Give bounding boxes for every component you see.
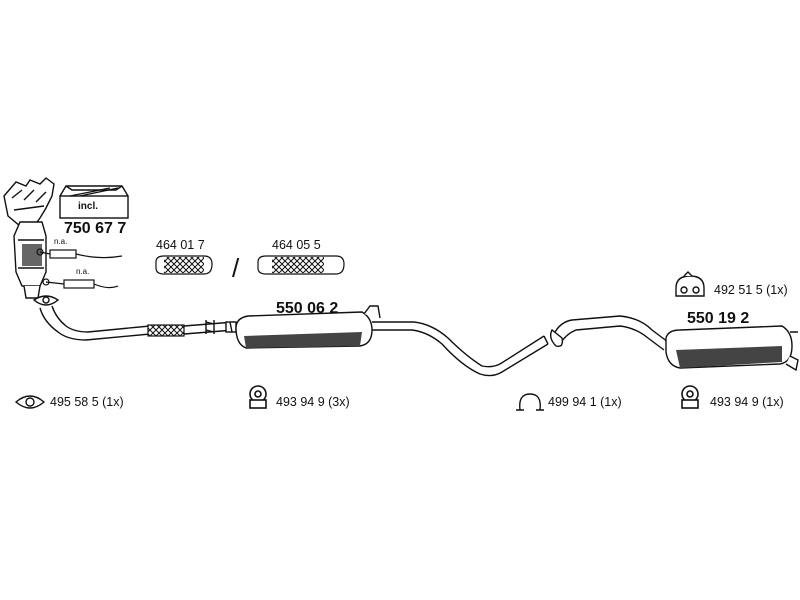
rear-muffler: [665, 325, 799, 372]
hanger-icon: [681, 385, 699, 409]
middle-muffler: [235, 305, 381, 349]
hanger-right-part-number: 493 94 9 (1x): [710, 395, 784, 409]
intermediate-pipe: [183, 320, 237, 335]
na-label-top: n.a.: [54, 237, 68, 246]
connecting-pipe: [372, 321, 549, 377]
tail-pipe: [549, 315, 669, 351]
rear-muffler-part-number: 550 19 2: [687, 310, 750, 327]
rubber-mount-part-number: 492 51 5 (1x): [714, 283, 788, 297]
front-pipe: [39, 305, 151, 341]
clamp-icon: [516, 393, 544, 411]
separator-slash: /: [232, 253, 240, 283]
sensor-icon: [36, 248, 123, 259]
clamp-part-number: 499 94 1 (1x): [548, 395, 622, 409]
incl-label: incl.: [78, 201, 99, 212]
flex-pipe-icon: [147, 324, 185, 337]
box-icon: [59, 185, 129, 219]
sensor-icon: [42, 278, 119, 289]
hanger-center-part-number: 493 94 9 (3x): [276, 395, 350, 409]
flex-pipe-icon: [155, 255, 213, 275]
flex-pipe-a-part-number: 464 01 7: [156, 238, 205, 252]
manifold-part-number: 750 67 7: [64, 220, 127, 237]
flex-pipe-icon: [257, 255, 345, 275]
hanger-icon: [249, 385, 267, 409]
na-label-bottom: n.a.: [76, 267, 90, 276]
manifold-catalyst: [3, 177, 55, 299]
flex-pipe-b-part-number: 464 05 5: [272, 238, 321, 252]
rubber-mount-icon: [675, 271, 705, 297]
middle-muffler-part-number: 550 06 2: [276, 300, 339, 317]
flange: [32, 295, 60, 306]
gasket-part-number: 495 58 5 (1x): [50, 395, 124, 409]
gasket-icon: [14, 395, 46, 409]
